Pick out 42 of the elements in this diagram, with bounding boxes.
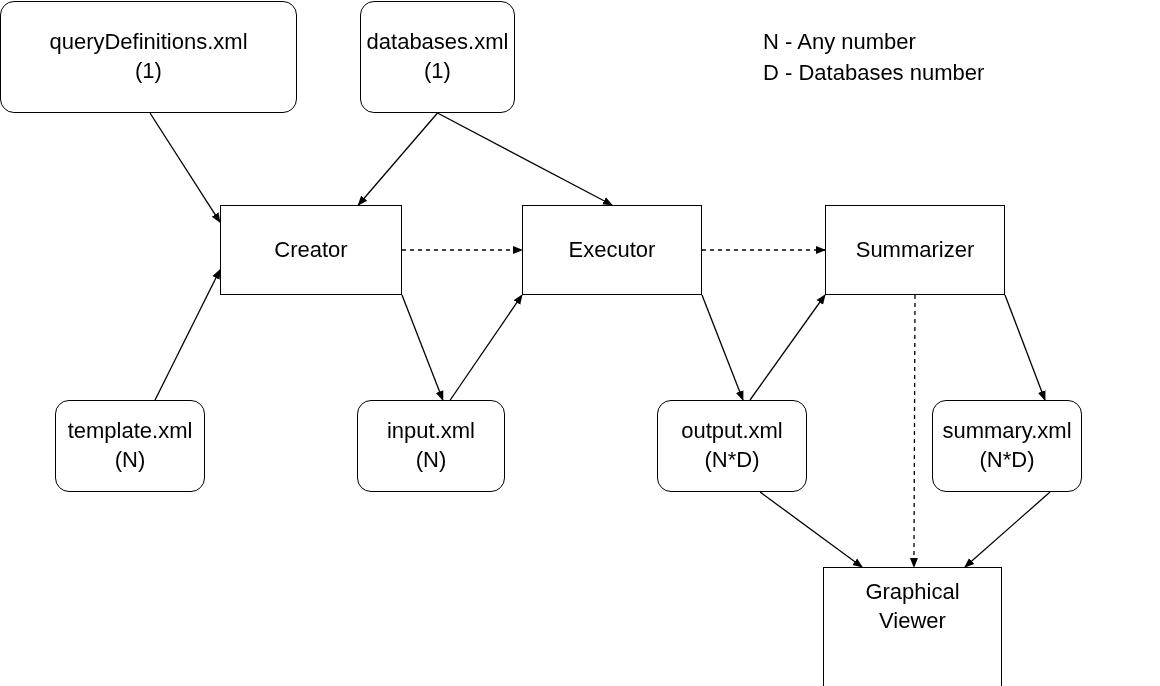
node-label: databases.xml [366, 28, 509, 57]
node-label: template.xml [67, 417, 193, 446]
file-box [55, 400, 205, 492]
node-count: (N*D) [704, 446, 760, 474]
arrow [749, 294, 826, 401]
node-count: (1) [135, 57, 162, 85]
legend-note: D - Databases number [763, 59, 985, 88]
node-count: (N) [415, 446, 447, 474]
arrow [401, 294, 444, 401]
file-box [357, 400, 505, 492]
node-label: Creator [274, 235, 348, 264]
node-count: (N*D) [979, 446, 1035, 474]
node-label: output.xml [681, 417, 783, 446]
arrow [449, 294, 523, 401]
file-box [657, 400, 807, 492]
dashed-arrow [401, 246, 523, 254]
process-box [220, 205, 402, 295]
arrow [149, 112, 221, 223]
arrow [1004, 294, 1046, 401]
arrow [964, 491, 1051, 568]
arrow [154, 268, 221, 401]
file-box [0, 1, 297, 113]
arrow [436, 112, 613, 206]
process-box [823, 567, 1002, 686]
node-label: queryDefinitions.xml [49, 28, 248, 57]
file-box [932, 400, 1082, 492]
dashed-arrow [701, 246, 826, 254]
dashed-arrow [909, 294, 918, 568]
node-label: Summarizer [855, 235, 975, 264]
node-count: (N) [114, 446, 146, 474]
node-label: Graphical Viewer [864, 578, 961, 635]
arrow [759, 491, 863, 568]
process-box [825, 205, 1005, 295]
process-box [522, 205, 702, 295]
legend-note: N - Any number [763, 28, 916, 57]
node-label: input.xml [386, 417, 475, 446]
arrow [701, 294, 744, 401]
arrow [357, 112, 439, 206]
node-count: (1) [424, 57, 451, 85]
node-label: Executor [568, 235, 656, 264]
node-label: summary.xml [942, 417, 1072, 446]
file-box [360, 1, 515, 113]
